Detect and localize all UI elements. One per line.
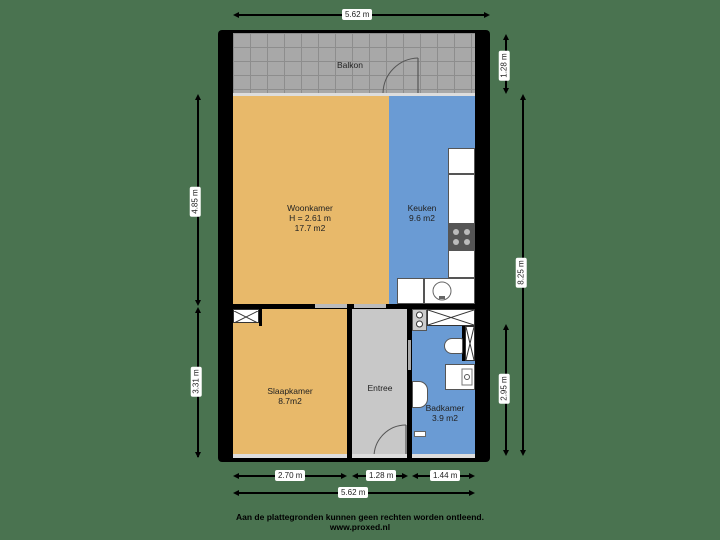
room-area: 3.9 m2 [432,413,458,423]
interior-wall [407,309,412,457]
room-height: H = 2.61 m [289,213,331,223]
interior-wall [347,309,352,457]
shaft-icon [233,309,259,323]
shaft-icon [427,309,475,326]
room-label-bathroom: Badkamer 3.9 m2 [420,403,470,423]
door-opening [354,304,386,308]
room-name: Woonkamer [287,203,333,213]
meter-icon [412,309,427,331]
dimension-label: 5.62 m [338,487,369,498]
room-label-living: Woonkamer H = 2.61 m 17.7 m2 [260,203,360,233]
dimension-label: 8.25 m [515,257,527,288]
dimension-label: 5.62 m [342,9,373,20]
shower-icon [414,431,426,437]
room-hallway [352,309,407,457]
door-opening [315,304,347,308]
room-area: 9.6 m2 [409,213,435,223]
balcony-area [233,33,475,93]
balcony-door-icon [382,57,419,94]
room-area: 17.7 m2 [294,223,326,233]
room-label-bedroom: Slaapkamer 8.7m2 [255,386,325,406]
kitchen-cabinet [448,250,475,278]
bathroom-door-opening [408,340,411,370]
room-living [233,96,389,304]
room-name: Badkamer [425,403,465,413]
room-label-balcony: Balkon [337,60,363,70]
shaft-icon [465,326,475,361]
room-area: 8.7m2 [278,396,302,406]
dimension-label: 1.44 m [430,470,461,481]
stove-icon [448,224,475,250]
dimension-label: 1.28 m [366,470,397,481]
sink-icon [424,278,475,304]
entrance-door-icon [373,424,407,458]
disclaimer-text: Aan de plattegronden kunnen geen rechten… [236,512,484,522]
dimension-label: 2.70 m [275,470,306,481]
room-bathroom-top [427,326,463,331]
shaft-wall [259,309,262,326]
website-link[interactable]: www.proxed.nl [329,522,391,532]
kitchen-cabinet [448,174,475,224]
room-name: Keuken [407,203,437,213]
room-name: Slaapkamer [267,386,313,396]
window-sill [352,454,407,458]
toilet-icon [444,338,463,354]
balcony-threshold [233,93,475,96]
room-bedroom [233,309,347,457]
window-sill [233,454,347,458]
kitchen-cabinet [397,278,424,304]
dimension-label: 3.31 m [190,366,202,397]
dimension-label: 2.95 m [498,373,510,404]
washing-machine-icon [445,364,475,390]
room-label-kitchen: Keuken 9.6 m2 [392,203,452,223]
window-sill [412,454,475,458]
washbasin-icon [412,381,428,408]
kitchen-cabinet [448,148,475,174]
dimension-label: 4.85 m [189,186,201,217]
room-label-hallway: Entree [367,383,393,393]
shaft-wall [462,326,465,361]
dimension-label: 1.28 m [498,50,510,81]
